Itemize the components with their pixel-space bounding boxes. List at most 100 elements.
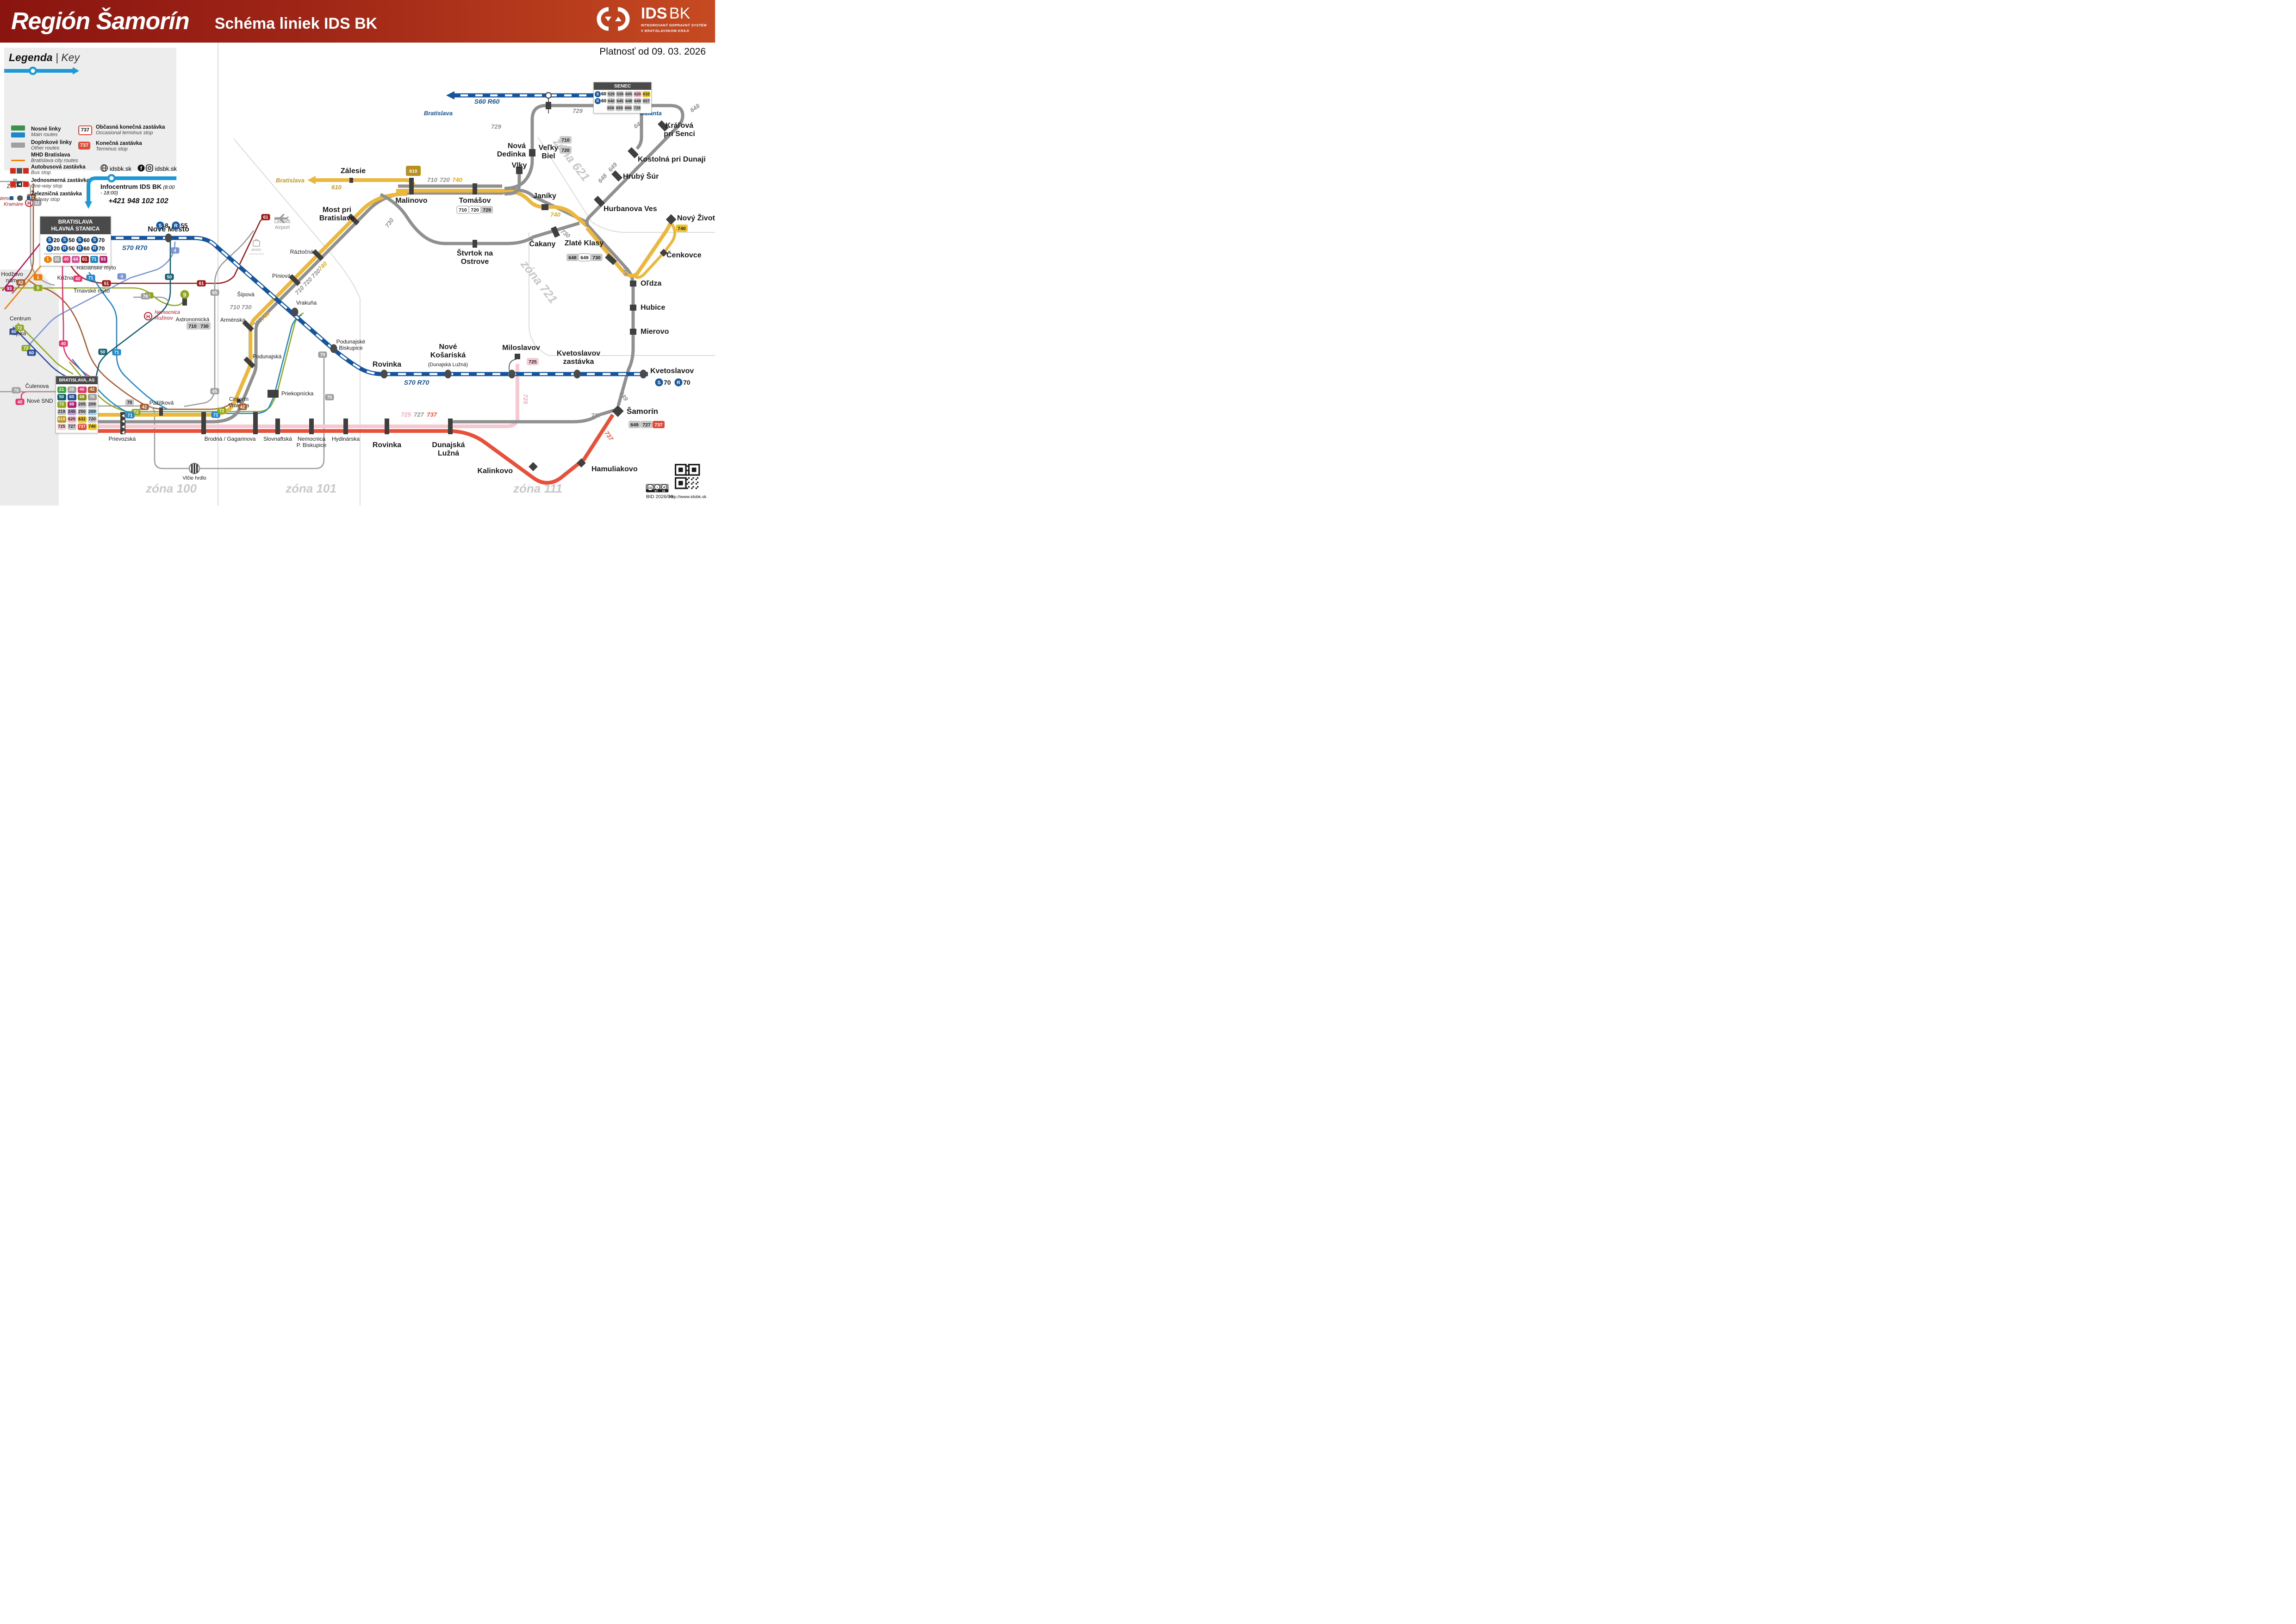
- svg-text:71: 71: [88, 276, 93, 281]
- route-badge-71: 71: [90, 256, 98, 263]
- route-badge-72: 72: [57, 401, 66, 408]
- route-label-l737: 737: [603, 430, 615, 442]
- route-badge-740: 740: [87, 424, 97, 430]
- svg-text:BY: BY: [655, 490, 659, 493]
- svg-text:H: H: [27, 201, 31, 206]
- route-badge-250: 250: [77, 409, 87, 415]
- zone-label-z101: zóna 101: [285, 481, 336, 495]
- svg-text:71: 71: [114, 350, 119, 356]
- svg-text:60: 60: [29, 351, 34, 356]
- svg-text:72: 72: [133, 410, 139, 415]
- svg-text:8: 8: [165, 222, 168, 229]
- route-badge-44: 44: [71, 256, 80, 263]
- route-badge-640: 640: [607, 98, 616, 104]
- social-handle[interactable]: idsbk.sk: [155, 165, 177, 172]
- station-label-tomasov: Tomášov: [459, 197, 491, 205]
- svg-text:40: 40: [17, 400, 23, 405]
- svg-text:f: f: [140, 166, 142, 171]
- map-badge-65: 65: [210, 289, 219, 296]
- airport-icon: [274, 214, 289, 223]
- svg-text:710: 710: [188, 324, 197, 329]
- route-badge-205: 205: [77, 401, 87, 408]
- route-label-l727: 727: [591, 412, 601, 419]
- route-badge-649: 649: [634, 98, 642, 104]
- station-label-cakany: Čakany: [529, 239, 556, 248]
- station-label-piniova: Píniová: [272, 273, 291, 279]
- cc-license-badge: CC i ↺ BY SA: [646, 484, 669, 493]
- svg-text:61: 61: [199, 281, 204, 287]
- svg-text:610: 610: [409, 169, 417, 174]
- station-label-samorin: Šamorín: [627, 407, 658, 416]
- route-label-l710730: 710 730: [230, 304, 252, 311]
- station-label-astronomicka: Astronomická: [176, 316, 210, 323]
- route-badge-658: 658: [607, 105, 615, 111]
- svg-text:↺: ↺: [663, 486, 666, 489]
- svg-text:720: 720: [561, 148, 570, 153]
- route-badge-219: 219: [57, 409, 66, 415]
- route-badge-25: 25: [67, 387, 76, 393]
- station-label-oldza: Oľdza: [641, 280, 661, 287]
- station-label-armenska: Arménska: [220, 317, 245, 323]
- website-url[interactable]: idsbk.sk: [110, 165, 131, 172]
- svg-text:70: 70: [664, 379, 671, 386]
- occasional-terminus-badge: 737: [78, 125, 92, 135]
- map-badge-710: 710: [560, 136, 572, 144]
- map-badge-710: 710: [456, 206, 469, 214]
- svg-text:42: 42: [18, 281, 24, 286]
- legend-swatch-main: [11, 125, 25, 139]
- svg-text:720: 720: [471, 207, 479, 213]
- route-badge-1: 1: [44, 256, 52, 263]
- legend-swatch-mhd: [11, 157, 25, 162]
- svg-text:61: 61: [104, 281, 109, 287]
- route-badge-666: 666: [624, 105, 632, 111]
- station-label-kosariska_sub: (Dunajská Lužná): [428, 362, 468, 368]
- station-label-prievozska: Prievozská: [109, 436, 136, 442]
- avion-logo: [253, 239, 260, 247]
- route-label-trio725: 725: [401, 411, 411, 418]
- route-badge-659: 659: [616, 105, 623, 111]
- station-label-vlky: Vlky: [512, 162, 527, 169]
- footer-url[interactable]: http://www.idsbk.sk: [669, 494, 707, 500]
- infocentrum-phone[interactable]: +421 948 102 102: [108, 197, 168, 205]
- station-label-sipova: Šípová: [237, 291, 255, 298]
- station-label-avion: avion: [251, 247, 261, 252]
- route-badge-539: 539: [616, 91, 624, 97]
- social-icons[interactable]: f: [137, 164, 153, 172]
- svg-text:70: 70: [13, 388, 19, 394]
- svg-text:4: 4: [120, 275, 123, 280]
- station-label-mierovo: Mierovo: [641, 328, 669, 336]
- svg-text:70: 70: [683, 379, 691, 386]
- svg-text:730: 730: [200, 324, 209, 329]
- map-badge-72: 72: [217, 407, 226, 414]
- svg-text:93: 93: [6, 287, 12, 292]
- terminus-badge: 737: [78, 142, 90, 150]
- qr-code: [675, 464, 700, 489]
- route-badge-727: 727: [67, 424, 76, 430]
- route-badge-632: 632: [77, 416, 87, 423]
- route-badge-68: 68: [77, 394, 87, 400]
- route-badge-88: 88: [67, 401, 76, 408]
- map-badge-61: 61: [197, 280, 206, 287]
- svg-text:65: 65: [212, 389, 218, 394]
- route-badge-70: 70: [87, 394, 97, 400]
- map-badge-649: 649: [628, 421, 641, 428]
- header-bar: Región Šamorín Schéma liniek IDS BK IDS …: [0, 0, 715, 43]
- route-label-l649c: 649: [622, 266, 629, 276]
- station-label-kalinkovo: Kalinkovo: [478, 467, 513, 475]
- svg-text:40: 40: [75, 277, 81, 282]
